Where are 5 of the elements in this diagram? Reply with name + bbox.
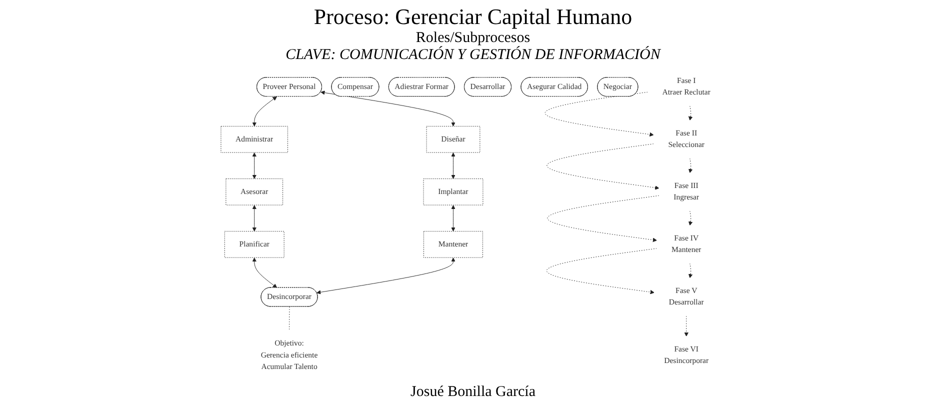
connector (289, 306, 290, 331)
author-credit: Josué Bonilla García (410, 384, 536, 401)
key-note: CLAVE: COMUNICACIÓN Y GESTIÓN DE INFORMACIÓN (286, 47, 660, 64)
diagram-title: Proceso: Gerenciar Capital Humano (312, 4, 634, 30)
section-heading: Roles/Subprocesos (414, 30, 532, 46)
